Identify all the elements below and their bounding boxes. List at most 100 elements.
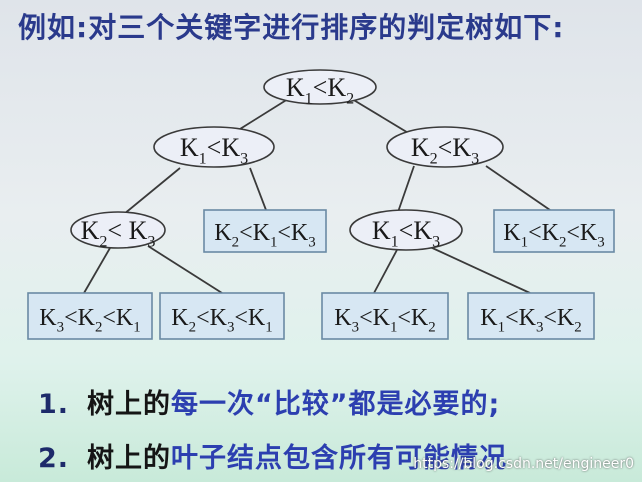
note-2-number: 2. — [38, 443, 70, 474]
node-subscript: 3 — [240, 150, 248, 167]
node-right-label: K2<K3 — [411, 133, 479, 167]
node-subscript: 3 — [471, 150, 479, 167]
node-text-part: <K — [207, 133, 241, 162]
node-subscript: 3 — [597, 235, 604, 251]
node-subscript: 2 — [189, 320, 196, 336]
node-text-part: K — [171, 305, 189, 331]
leaf-rr-box — [493, 209, 615, 253]
note-1-prefix: 树上的 — [87, 389, 172, 420]
node-text-part: K — [372, 216, 391, 245]
node-subscript: 1 — [270, 235, 277, 251]
watermark-url: https://blog.csdn.net/engineer0 — [413, 456, 634, 472]
leaf-llr-box — [159, 292, 285, 340]
node-subscript: 1 — [133, 320, 140, 336]
leaf-rll-label: K3<K1<K2 — [334, 305, 435, 336]
node-subscript: 2 — [232, 235, 239, 251]
node-text-part: K — [480, 305, 498, 331]
leaf-rlr: K1<K3<K2 — [467, 292, 595, 340]
node-text-part: K — [286, 73, 305, 102]
node-text-part: <K — [313, 73, 347, 102]
node-ll-label: K2< K3 — [81, 216, 156, 250]
edge-left-ll — [123, 167, 181, 215]
node-text-part: K — [334, 305, 352, 331]
leaf-lll-label: K3<K2<K1 — [39, 305, 140, 336]
node-subscript: 3 — [432, 233, 440, 250]
node-text-part: <K — [505, 305, 537, 331]
node-text-part: <K — [399, 216, 433, 245]
leaf-llr-label: K2<K3<K1 — [171, 305, 272, 336]
node-text-part: <K — [102, 305, 134, 331]
node-text-part: K — [39, 305, 57, 331]
edge-rl-rlr — [427, 245, 531, 294]
node-text-part: <K — [196, 305, 228, 331]
node-ll-shape — [70, 211, 166, 249]
node-ll: K2< K3 — [70, 211, 166, 250]
note-2-text: 叶子结点包含所有可能情况 — [171, 443, 508, 474]
node-subscript: 2 — [559, 235, 566, 251]
node-subscript: 3 — [147, 233, 155, 250]
node-subscript: 2 — [99, 233, 107, 250]
tree-edges — [83, 98, 551, 294]
node-root-label: K1<K2 — [286, 73, 354, 107]
leaf-rll-box — [321, 292, 449, 340]
node-rl-shape — [349, 209, 463, 251]
leaf-lll-box — [27, 292, 153, 340]
node-text-part: K — [180, 133, 199, 162]
node-text-part: <K — [239, 220, 271, 246]
edge-ll-llr — [147, 245, 223, 294]
note-1: 1.树上的每一次“比较”都是必要的; — [38, 382, 500, 421]
leaf-lr: K2<K1<K3 — [203, 209, 327, 253]
edge-root-left — [231, 98, 289, 135]
leaf-lll: K3<K2<K1 — [27, 292, 153, 340]
node-left-shape — [153, 126, 275, 168]
node-left-label: K1<K3 — [180, 133, 248, 167]
edge-root-right — [351, 98, 411, 135]
leaf-lr-box — [203, 209, 327, 253]
node-right-shape — [386, 126, 504, 168]
leaf-rlr-box — [467, 292, 595, 340]
node-text-part: K — [81, 216, 100, 245]
node-text-part: <K — [438, 133, 472, 162]
node-subscript: 3 — [227, 320, 234, 336]
edge-rl-rll — [373, 247, 399, 294]
node-subscript: 1 — [521, 235, 528, 251]
edge-ll-lll — [83, 247, 111, 294]
node-subscript: 2 — [95, 320, 102, 336]
node-text-part: <K — [359, 305, 391, 331]
edge-right-rr — [485, 165, 551, 211]
node-subscript: 2 — [574, 320, 581, 336]
node-text-part: <K — [397, 305, 429, 331]
leaf-lr-label: K2<K1<K3 — [214, 220, 315, 251]
node-subscript: 3 — [57, 320, 64, 336]
note-2: 2. 树上的叶子结点包含所有可能情况 — [38, 436, 507, 475]
node-rl-label: K1<K3 — [372, 216, 440, 250]
note-2-prefix: 树上的 — [87, 443, 172, 474]
node-subscript: 1 — [305, 90, 313, 107]
note-1-number: 1. — [38, 389, 70, 420]
node-text-part: K — [214, 220, 232, 246]
node-text-part: <K — [277, 220, 309, 246]
node-text-part: <K — [234, 305, 266, 331]
node-text-part: <K — [528, 220, 560, 246]
leaf-llr: K2<K3<K1 — [159, 292, 285, 340]
leaf-rr-label: K1<K2<K3 — [503, 220, 604, 251]
node-subscript: 1 — [199, 150, 207, 167]
leaf-rr: K1<K2<K3 — [493, 209, 615, 253]
node-subscript: 3 — [536, 320, 543, 336]
node-subscript: 1 — [265, 320, 272, 336]
edge-left-lr — [249, 167, 267, 211]
node-rl: K1<K3 — [349, 209, 463, 251]
node-text-part: < K — [107, 216, 147, 245]
node-text-part: <K — [566, 220, 598, 246]
leaf-rlr-label: K1<K3<K2 — [480, 305, 581, 336]
edge-right-rl — [397, 165, 415, 213]
node-subscript: 2 — [428, 320, 435, 336]
slide-title: 例如:对三个关键字进行排序的判定树如下: — [18, 11, 565, 44]
node-text-part: <K — [64, 305, 96, 331]
node-subscript: 2 — [430, 150, 438, 167]
node-subscript: 1 — [391, 233, 399, 250]
node-subscript: 3 — [308, 235, 315, 251]
node-left: K1<K3 — [153, 126, 275, 168]
node-subscript: 2 — [346, 90, 354, 107]
